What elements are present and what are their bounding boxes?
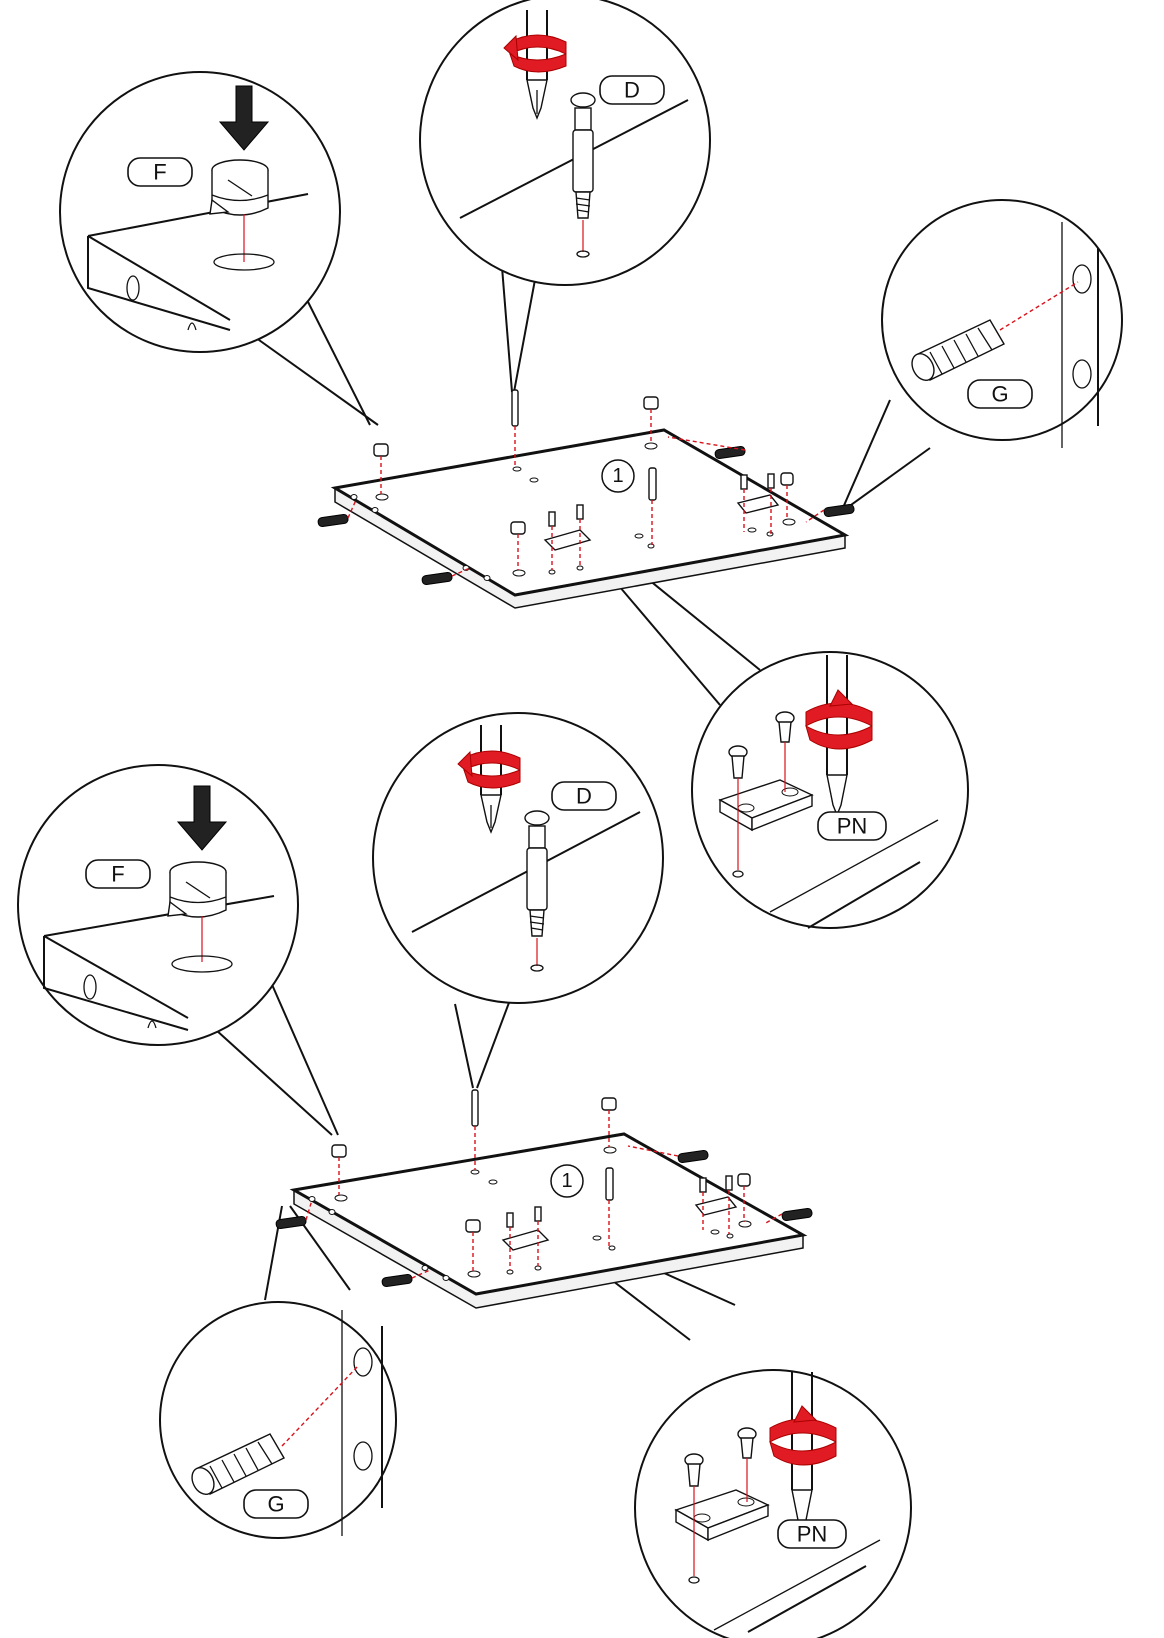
lower-label-pn: PN bbox=[797, 1522, 828, 1547]
lower-callout-g: G bbox=[159, 1301, 397, 1539]
lower-label-g: G bbox=[267, 1492, 284, 1517]
lower-label-d-box bbox=[551, 781, 617, 811]
lower-board: 1 bbox=[289, 1132, 808, 1309]
rotation-arrow-icon bbox=[457, 750, 521, 789]
upper-step-circle bbox=[601, 459, 635, 493]
connecting-bolt-icon bbox=[524, 810, 550, 937]
lower-hinge-plate-center bbox=[501, 1206, 550, 1270]
lower-label-f: F bbox=[111, 862, 124, 887]
lower-label-g-box bbox=[243, 1489, 309, 1519]
upper-label-f-box bbox=[127, 157, 193, 187]
mounting-plate-icon bbox=[674, 1489, 770, 1542]
lower-callout-pn: PN bbox=[634, 1369, 912, 1638]
upper-label-g: G bbox=[991, 382, 1008, 407]
lower-board-hardware bbox=[275, 1089, 813, 1288]
lower-label-d: D bbox=[576, 784, 592, 809]
lower-step-number: 1 bbox=[561, 1170, 572, 1192]
lower-assembly: 1 bbox=[17, 712, 912, 1638]
upper-callout-g: G bbox=[881, 199, 1123, 448]
lower-cam-lock-top bbox=[601, 1097, 617, 1147]
upper-assembly: 1 bbox=[59, 0, 1123, 929]
lower-label-pn-box bbox=[777, 1519, 847, 1549]
lower-step-circle bbox=[550, 1164, 584, 1198]
lower-dowels bbox=[275, 1145, 813, 1288]
screw-icon bbox=[728, 711, 795, 779]
upper-label-d-box bbox=[599, 75, 665, 105]
rotation-arrow-icon bbox=[805, 689, 873, 750]
upper-connecting-bolt-small bbox=[511, 389, 519, 468]
upper-hinge-plate-right bbox=[736, 472, 794, 534]
push-arrow-icon bbox=[176, 785, 228, 851]
lower-label-f-box bbox=[85, 859, 151, 889]
connecting-bolt-icon bbox=[570, 92, 596, 219]
upper-label-g-box bbox=[967, 379, 1033, 409]
upper-cam-lock-center bbox=[510, 521, 526, 570]
upper-cam-lock-top bbox=[643, 396, 659, 443]
lower-callout-d: D bbox=[372, 712, 664, 1004]
upper-board-hardware bbox=[317, 389, 855, 586]
upper-label-pn: PN bbox=[837, 814, 868, 839]
wooden-dowel-icon bbox=[191, 1433, 285, 1495]
lower-cam-lock-left bbox=[331, 1144, 347, 1195]
screw-icon bbox=[684, 1427, 757, 1487]
upper-label-d: D bbox=[624, 78, 640, 103]
wooden-dowel-icon bbox=[911, 319, 1005, 381]
cam-lock-icon bbox=[209, 159, 269, 216]
lower-hinge-plate-right bbox=[694, 1173, 751, 1234]
mounting-plate-icon bbox=[718, 779, 814, 832]
lower-callout-f: F bbox=[17, 764, 299, 1046]
upper-callout-d: D bbox=[419, 0, 711, 286]
lower-connecting-bolt-small bbox=[471, 1089, 479, 1170]
lower-cam-lock-center bbox=[465, 1219, 481, 1271]
upper-hinge-plate-center bbox=[543, 504, 592, 570]
upper-step-number: 1 bbox=[612, 465, 623, 487]
cam-lock-icon bbox=[167, 861, 227, 918]
upper-cam-lock-left bbox=[373, 443, 389, 494]
push-arrow-icon bbox=[218, 85, 270, 151]
upper-callout-f: F bbox=[59, 71, 341, 353]
lower-connecting-bolt-center bbox=[605, 1167, 614, 1246]
rotation-arrow-icon bbox=[769, 1405, 837, 1466]
upper-callout-pn: PN bbox=[691, 651, 969, 929]
upper-label-f: F bbox=[153, 160, 166, 185]
rotation-arrow-icon bbox=[503, 34, 567, 73]
upper-board: 1 bbox=[330, 428, 850, 609]
upper-connecting-bolt-center bbox=[648, 467, 657, 545]
upper-dowels bbox=[317, 436, 855, 586]
upper-label-pn-box bbox=[817, 811, 887, 841]
